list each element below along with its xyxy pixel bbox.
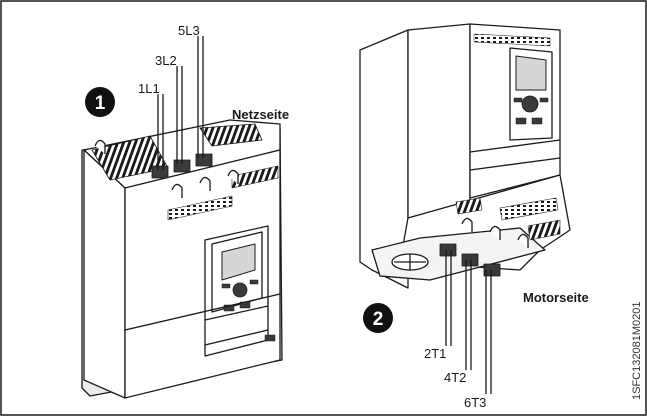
terminal-label-4T2: 4T2 <box>444 370 466 385</box>
document-id: 1SFC132081M0201 <box>631 302 643 400</box>
right-side-label: Motorseite <box>523 290 589 305</box>
terminal-label-2T1: 2T1 <box>424 346 446 361</box>
left-side-label: Netzseite <box>232 107 289 122</box>
marker-1: 1 <box>85 87 115 117</box>
terminal-label-3L2: 3L2 <box>155 53 177 68</box>
terminal-label-5L3: 5L3 <box>178 23 200 38</box>
marker-2-number: 2 <box>373 309 384 330</box>
marker-2: 2 <box>363 303 393 333</box>
terminal-label-6T3: 6T3 <box>464 395 486 410</box>
terminal-label-1L1: 1L1 <box>138 81 160 96</box>
right-terminal-leads <box>445 250 492 394</box>
left-softstarter <box>81 119 283 399</box>
marker-1-number: 1 <box>95 93 106 114</box>
left-terminal-leads <box>157 36 204 170</box>
right-softstarter <box>359 23 571 289</box>
